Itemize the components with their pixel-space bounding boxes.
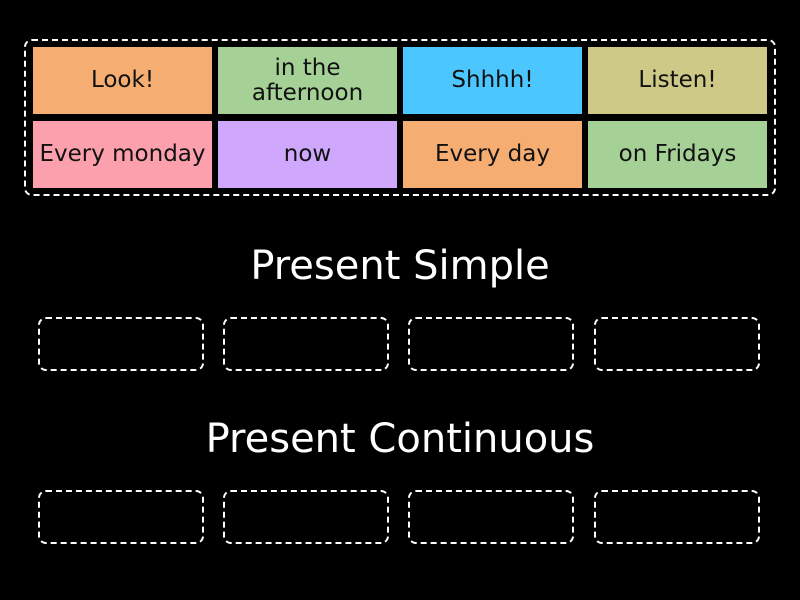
- drop-slot[interactable]: [594, 317, 760, 371]
- drop-slot[interactable]: [408, 317, 574, 371]
- drop-slot[interactable]: [223, 490, 389, 544]
- drop-slot[interactable]: [594, 490, 760, 544]
- word-tile[interactable]: Look!: [33, 47, 212, 114]
- word-bank: [24, 39, 776, 196]
- word-tile[interactable]: Shhhh!: [403, 47, 582, 114]
- word-tile[interactable]: Listen!: [588, 47, 767, 114]
- drop-slot[interactable]: [408, 490, 574, 544]
- word-tile[interactable]: on Fridays: [588, 121, 767, 188]
- word-tile[interactable]: in the afternoon: [218, 47, 397, 114]
- drop-slot[interactable]: [38, 317, 204, 371]
- word-tile[interactable]: now: [218, 121, 397, 188]
- word-tile[interactable]: Every monday: [33, 121, 212, 188]
- group-heading-present-simple: Present Simple: [250, 243, 550, 289]
- drop-slot[interactable]: [223, 317, 389, 371]
- word-tile[interactable]: Every day: [403, 121, 582, 188]
- drop-slot[interactable]: [38, 490, 204, 544]
- group-heading-present-continuous: Present Continuous: [205, 416, 595, 462]
